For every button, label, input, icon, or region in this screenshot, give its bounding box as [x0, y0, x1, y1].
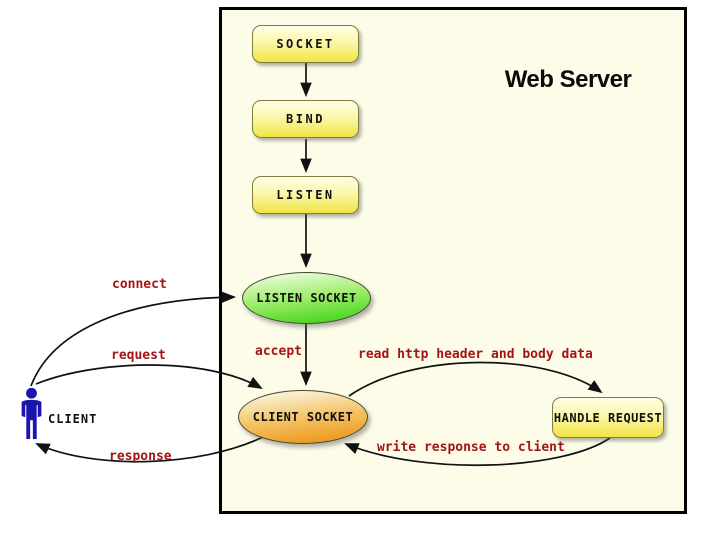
arrow-request-client-to-client-socket: [35, 364, 263, 390]
arrow-connect-client-to-listen-socket: [30, 291, 237, 387]
node-listen-socket: LISTEN SOCKET: [242, 272, 371, 324]
client-label: CLIENT: [48, 412, 98, 426]
edge-label-request: request: [111, 348, 166, 363]
edge-label-connect: connect: [112, 277, 167, 292]
arrow-read-client-socket-to-handle-request: [348, 361, 603, 397]
arrow-write-handle-request-to-client-socket: [344, 437, 611, 467]
node-listen: LISTEN: [252, 176, 359, 214]
edge-label-read-http: read http header and body data: [358, 347, 593, 362]
edge-label-write-response: write response to client: [377, 440, 565, 455]
diagram-title: Web Server: [504, 66, 632, 93]
client-person-icon: [21, 388, 42, 439]
node-client-socket: CLIENT SOCKET: [238, 390, 368, 444]
node-bind: BIND: [252, 100, 359, 138]
arrow-response-client-socket-to-client: [35, 436, 264, 463]
edge-label-response: response: [109, 449, 172, 464]
node-socket: SOCKET: [252, 25, 359, 63]
node-handle-request: HANDLE REQUEST: [552, 397, 664, 438]
edge-label-accept: accept: [255, 344, 302, 359]
